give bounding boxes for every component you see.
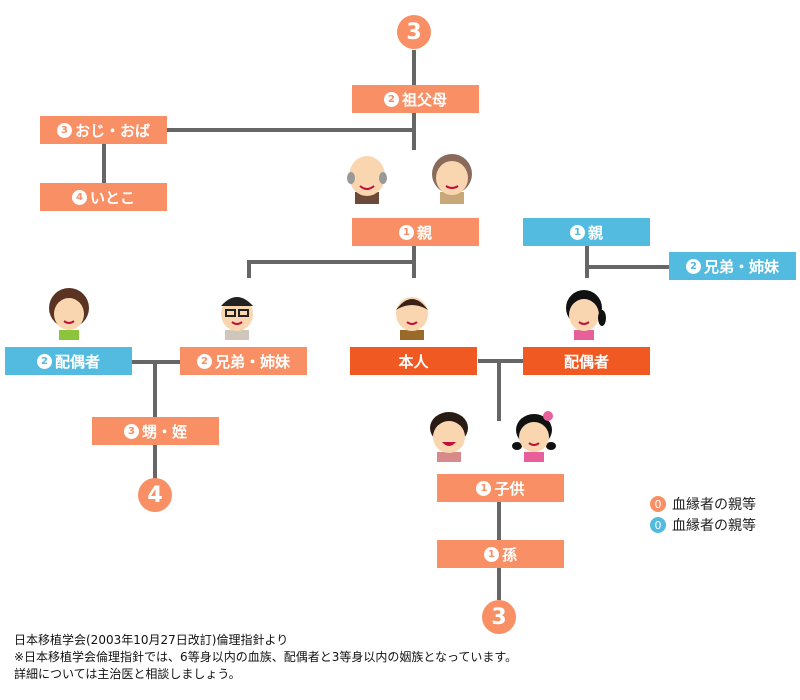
legend-item-blood: 0 血縁者の親等	[650, 494, 756, 514]
node-label: 兄弟・姉妹	[214, 352, 290, 371]
node-label: 親	[587, 223, 603, 242]
node-self: 本人	[350, 347, 477, 375]
legend-label: 血縁者の親等	[672, 518, 756, 534]
footnote: 日本移植学会(2003年10月27日改訂)倫理指針より ※日本移植学会倫理指針で…	[14, 632, 517, 683]
degree-badge: 3	[123, 423, 139, 439]
degree-circle-top: 3	[397, 15, 431, 49]
degree-badge: 1	[398, 224, 414, 240]
degree-badge: 1	[569, 224, 585, 240]
degree-badge: 4	[71, 189, 87, 205]
connector-line	[497, 502, 501, 542]
connector-line	[585, 265, 670, 269]
degree-badge: 1	[483, 546, 499, 562]
degree-badge: 1	[476, 480, 492, 496]
node-label: いとこ	[89, 188, 135, 207]
legend-label: 血縁者の親等	[672, 497, 756, 513]
node-label: 本人	[398, 352, 429, 371]
connector-line	[497, 568, 501, 600]
connector-line	[247, 260, 415, 264]
connector-line	[153, 444, 157, 480]
connector-line	[165, 128, 415, 132]
connector-line	[102, 144, 106, 184]
node-label: おじ・おば	[74, 121, 150, 140]
node-label: 親	[416, 223, 432, 242]
connector-line	[497, 359, 501, 421]
degree-badge: 2	[196, 353, 212, 369]
sibling-illustration	[221, 297, 253, 340]
spouse-illustration	[566, 290, 606, 340]
legend-swatch: 0	[650, 496, 666, 512]
son-illustration	[430, 412, 468, 462]
grandfather-illustration	[347, 156, 387, 204]
legend-swatch: 0	[650, 517, 666, 533]
footnote-note: ※日本移植学会倫理指針では、6等身以内の血族、配偶者と3等身以内の姻族となってい…	[14, 650, 518, 664]
node-label: 甥・姪	[141, 422, 187, 441]
self-illustration	[396, 297, 428, 340]
sibling-spouse-illustration	[49, 288, 89, 340]
node-label: 子供	[494, 479, 525, 498]
node-label: 配偶者	[563, 352, 609, 371]
daughter-illustration	[512, 411, 556, 462]
degree-circle-bottom: 3	[482, 600, 516, 634]
degree-badge: 2	[383, 91, 399, 107]
node-label: 祖父母	[401, 90, 447, 109]
connector-line	[585, 246, 589, 278]
connector-line	[132, 360, 182, 364]
degree-circle-nephew: 4	[138, 478, 172, 512]
connector-line	[153, 360, 157, 418]
connector-line	[247, 260, 251, 278]
footnote-advice: 詳細については主治医と相談しましょう。	[14, 667, 241, 681]
node-spouse: 配偶者	[523, 347, 650, 375]
degree-badge: 3	[56, 122, 72, 138]
legend-item-inlaw: 0 血縁者の親等	[650, 515, 756, 535]
node-label: 孫	[501, 545, 517, 564]
connector-line	[478, 359, 526, 363]
node-label: 配偶者	[54, 352, 100, 371]
node-label: 兄弟・姉妹	[703, 257, 779, 276]
grandmother-illustration	[432, 154, 472, 204]
footnote-source: 日本移植学会(2003年10月27日改訂)倫理指針より	[14, 633, 289, 647]
degree-badge: 2	[36, 353, 52, 369]
degree-badge: 2	[685, 258, 701, 274]
